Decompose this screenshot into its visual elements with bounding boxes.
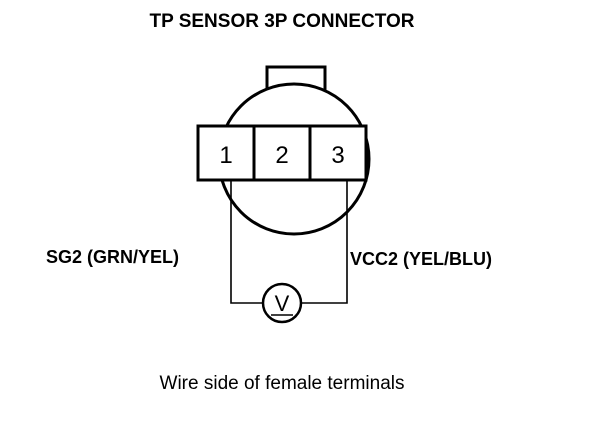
vcc2-wire [301,180,348,304]
voltmeter-symbol: V [275,291,290,316]
sg2-wire [230,180,263,304]
voltmeter-icon [261,282,303,324]
diagram-title: TP SENSOR 3P CONNECTOR [149,11,414,32]
terminal-1-label: 1 [219,142,232,169]
terminal-block [196,124,368,182]
sg2-wire-label: SG2 (GRN/YEL) [46,247,179,267]
vcc2-wire-label: VCC2 (YEL/BLU) [350,249,492,269]
diagram-caption: Wire side of female terminals [160,373,405,394]
terminal-3-label: 3 [331,142,344,169]
terminal-2-label: 2 [275,142,288,169]
